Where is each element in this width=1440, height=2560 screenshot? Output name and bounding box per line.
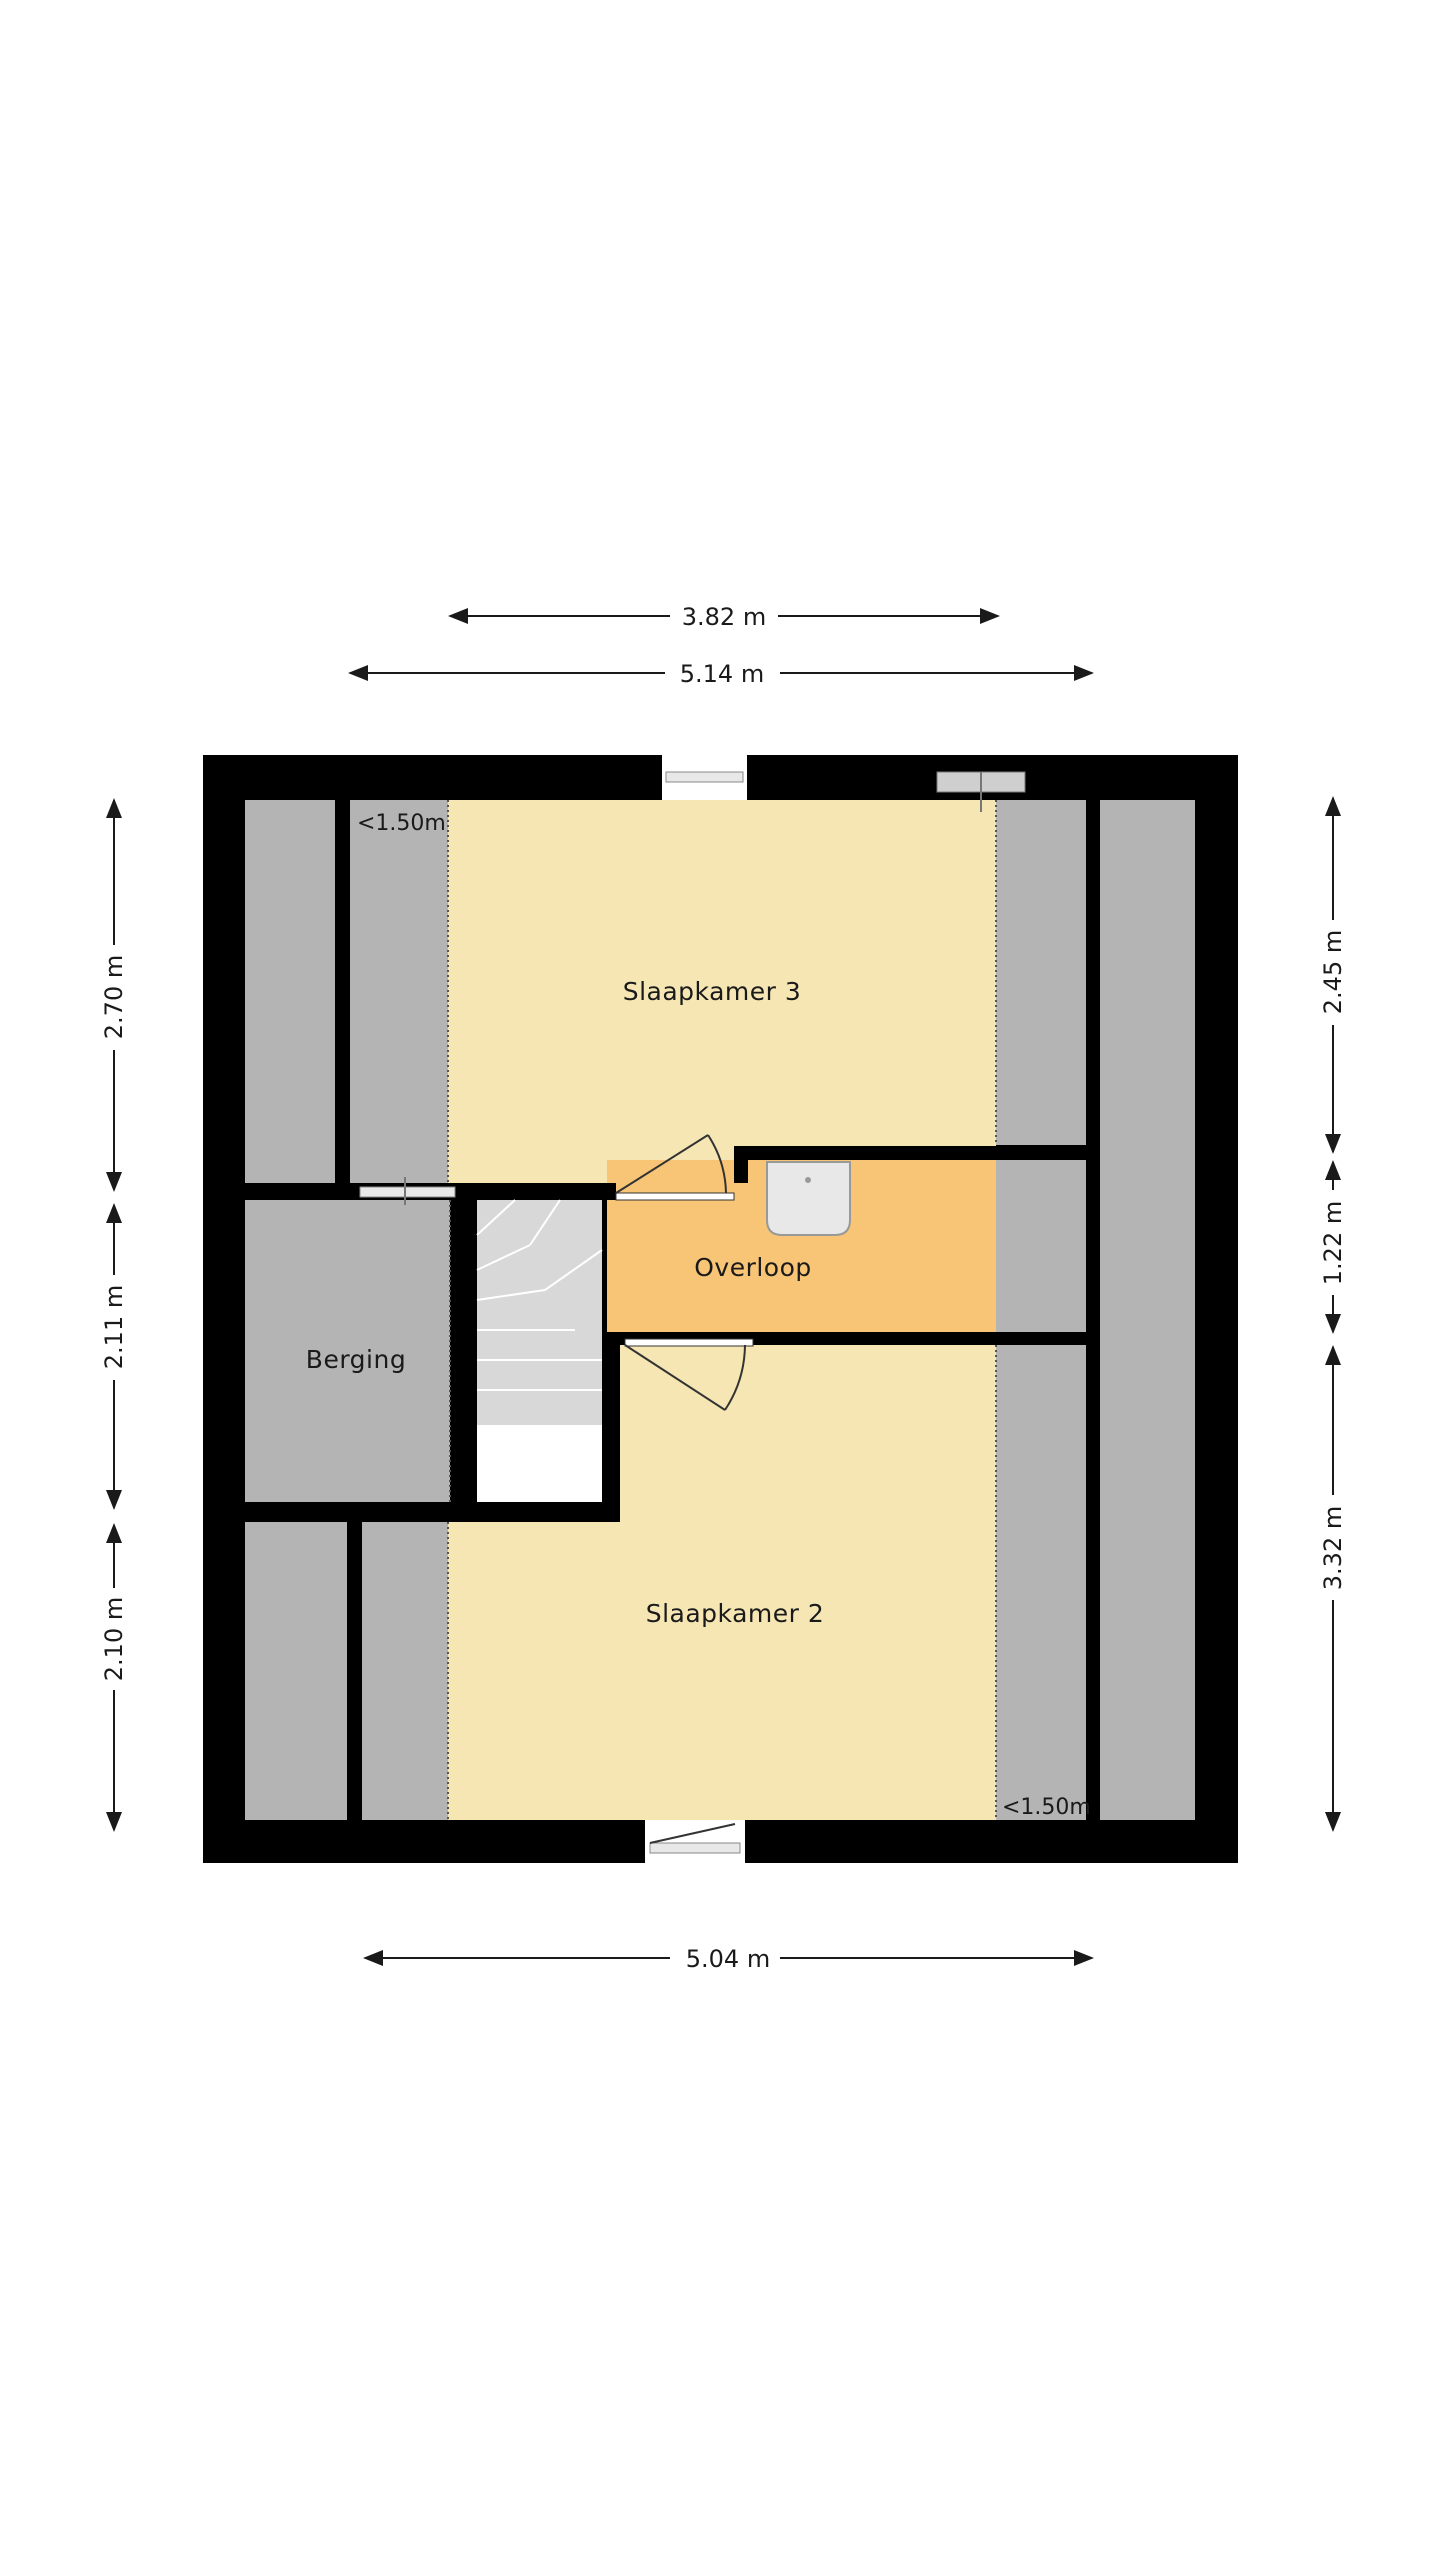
window-bottom [645, 1820, 745, 1863]
room-label-overloop: Overloop [694, 1253, 812, 1282]
room-slaapkamer-2 [448, 1345, 996, 1820]
room-slaapkamer-3 [448, 800, 996, 1183]
dimension-label-right-middle: 1.22 m [1319, 1201, 1347, 1285]
storage-right-top [996, 800, 1086, 1145]
storage-left-bottom-inner [362, 1522, 448, 1820]
wall [245, 1502, 620, 1522]
wall [335, 800, 350, 1183]
wall [602, 1332, 620, 1522]
wall [1086, 800, 1100, 1820]
dimension-label-right-top: 2.45 m [1319, 930, 1347, 1014]
dimension-label-left-top: 2.70 m [100, 955, 128, 1039]
skylight-top-right [936, 771, 1026, 812]
stairs-landing-opening [477, 1425, 602, 1502]
door-slaapkamer-2 [624, 1338, 754, 1411]
room-berging [245, 1200, 450, 1502]
skylight-berging [359, 1177, 456, 1205]
washbasin [766, 1161, 851, 1236]
wall [347, 1522, 362, 1820]
stairs-steps [476, 1199, 603, 1391]
low-ceiling-label-top-left: <1.50m [357, 811, 446, 836]
dimension-label-top-inner: 3.82 m [682, 603, 766, 631]
wall [734, 1146, 1086, 1160]
dimension-label-top-outer: 5.14 m [680, 660, 764, 688]
low-ceiling-label-bottom-right: <1.50m [1002, 1795, 1091, 1820]
storage-right-outer [1100, 800, 1195, 1820]
window-top [662, 755, 747, 800]
room-label-slaapkamer-3: Slaapkamer 3 [623, 977, 802, 1006]
storage-left-top-outer [245, 800, 335, 1183]
storage-left-bottom-outer [245, 1522, 347, 1820]
storage-right-middle [996, 1160, 1086, 1332]
wall [734, 1146, 748, 1183]
wall [602, 1183, 616, 1200]
wall [450, 1183, 477, 1518]
door-slaapkamer-3 [615, 1134, 735, 1201]
wall [448, 1183, 607, 1200]
dimension-label-left-bottom: 2.10 m [100, 1597, 128, 1681]
room-label-slaapkamer-2: Slaapkamer 2 [646, 1599, 825, 1628]
room-label-berging: Berging [306, 1345, 406, 1374]
dimension-label-bottom: 5.04 m [686, 1945, 770, 1973]
dimension-label-right-bottom: 3.32 m [1319, 1506, 1347, 1590]
storage-right-bottom [996, 1345, 1086, 1820]
storage-left-top-inner [350, 800, 448, 1183]
dimension-label-left-middle: 2.11 m [100, 1285, 128, 1369]
